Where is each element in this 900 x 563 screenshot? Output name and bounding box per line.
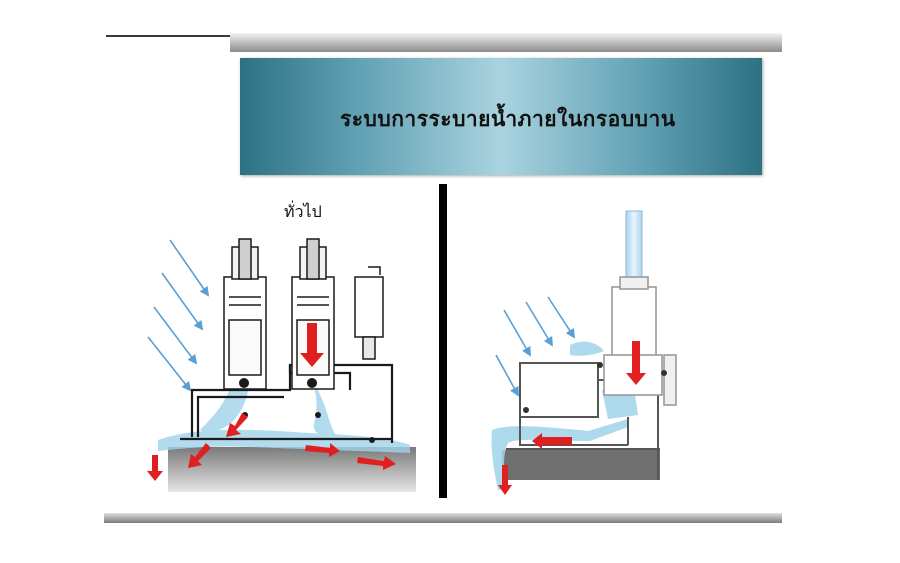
- header-bar: [230, 33, 782, 52]
- internal-drainage-diagram: [491, 210, 677, 495]
- glass-pane: [625, 210, 643, 288]
- sash-profile-2: [291, 238, 335, 390]
- left-panel-label: ทั่วไป: [284, 202, 322, 221]
- gaskets: [523, 362, 667, 413]
- title-box: ระบบการระบายน้ำภายในกรอบบาน: [240, 58, 762, 175]
- header-thin-line: [106, 35, 230, 37]
- panel-divider: [439, 184, 447, 498]
- screen-profile: [354, 266, 384, 360]
- rain-arrows: [147, 239, 210, 392]
- drainage-arrows: [498, 341, 646, 495]
- general-drainage-diagram: [147, 238, 416, 492]
- drainage-arrows: [147, 323, 396, 481]
- sash-profile-1: [223, 238, 267, 390]
- page-title: ระบบการระบายน้ำภายในกรอบบาน: [340, 107, 676, 131]
- rain-arrows: [495, 296, 576, 397]
- sill-base: [168, 447, 416, 492]
- sill-base: [502, 450, 660, 480]
- footer-bar: [104, 513, 782, 523]
